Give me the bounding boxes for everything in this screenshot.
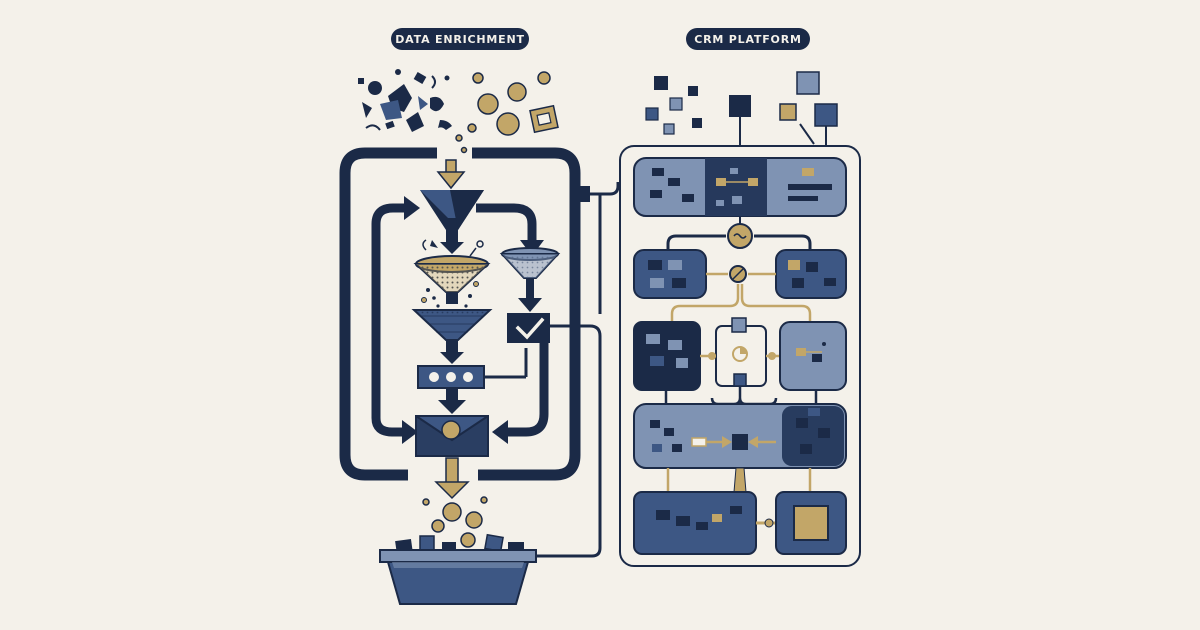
outer-loop xyxy=(339,147,581,481)
falling-particles xyxy=(422,496,488,548)
processing-unit-icon xyxy=(417,348,528,414)
bin-icon xyxy=(379,533,537,605)
sieve-icon-secondary xyxy=(499,247,561,312)
merge-box-icon xyxy=(415,415,489,457)
sieve-icon xyxy=(413,239,491,308)
raw-data-fragments xyxy=(358,69,452,132)
funnel-icon xyxy=(420,190,484,254)
bin-to-crm-connector xyxy=(536,324,602,558)
crm-module-activities xyxy=(633,403,847,469)
checkmark-icon xyxy=(507,313,550,343)
input-arrow xyxy=(436,159,466,190)
crm-module-accounts xyxy=(775,249,847,299)
label-crm-platform: CRM PLATFORM xyxy=(686,28,810,50)
crm-central-hub xyxy=(700,317,780,387)
filter-funnel-icon xyxy=(411,309,493,364)
crm-module-contacts xyxy=(633,249,707,299)
crm-module-deals xyxy=(779,321,847,391)
connector-gold-lines xyxy=(670,272,812,322)
crm-module-analytics xyxy=(775,491,847,555)
crm-module-icon xyxy=(633,157,847,217)
enrichment-to-crm-connector xyxy=(574,182,620,314)
label-data-enrichment: DATA ENRICHMENT xyxy=(391,28,529,50)
floating-data-squares xyxy=(645,71,838,146)
crm-module-reports xyxy=(633,491,757,555)
data-particle-icon xyxy=(455,71,551,154)
connector-node-icon xyxy=(666,216,812,250)
crm-module-leads xyxy=(633,321,701,391)
data-cube-icon xyxy=(529,104,559,134)
output-arrow xyxy=(434,457,470,500)
